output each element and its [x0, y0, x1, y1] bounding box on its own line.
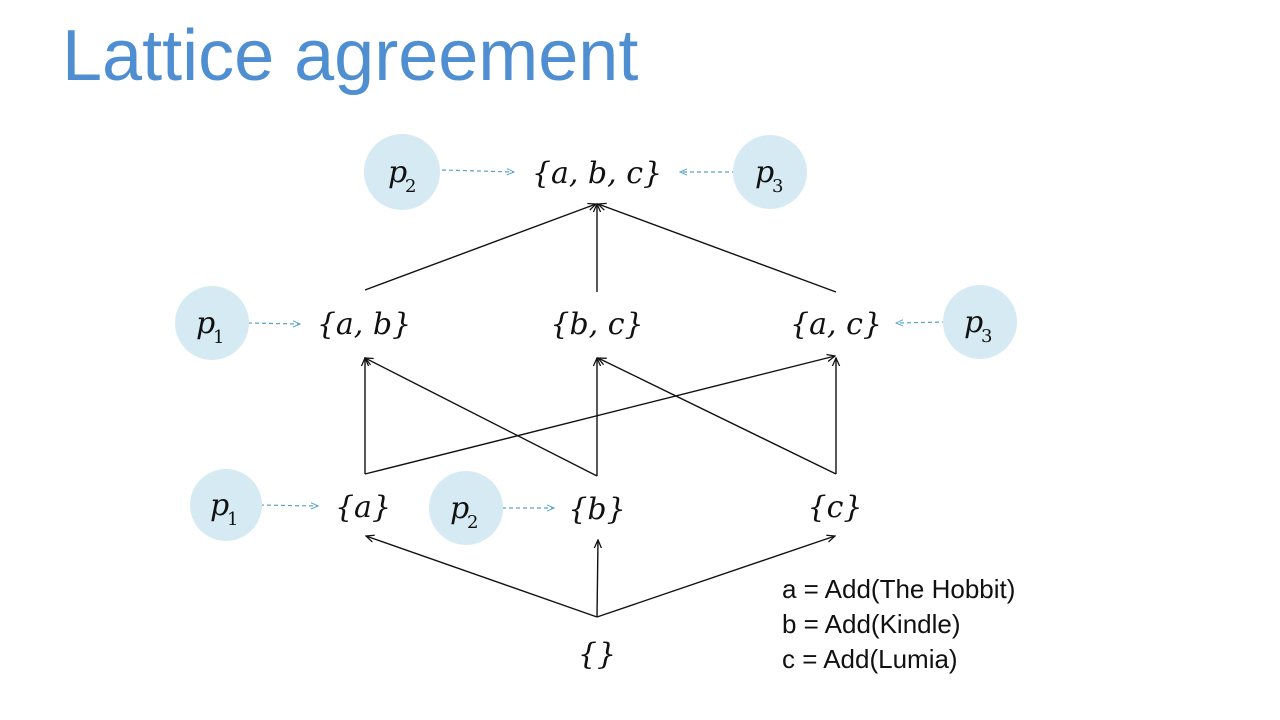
legend-item-a: a = Add(The Hobbit) — [782, 574, 1016, 604]
node-ac: {a, c} — [790, 307, 882, 342]
process-top-right: p 3 — [733, 135, 807, 209]
process-bottom-left-sub: 1 — [227, 509, 238, 530]
pointer-mid-left — [247, 323, 300, 324]
process-mid-right-letter: p — [964, 305, 983, 340]
process-top-left: p 2 — [364, 134, 440, 210]
pointer-mid-right — [896, 322, 947, 323]
process-top-left-sub: 2 — [405, 176, 416, 197]
process-mid-left-letter: p — [196, 306, 215, 341]
edge-empty-to-c — [596, 536, 835, 618]
edge-c-to-bc — [598, 358, 837, 475]
node-a: {a} — [335, 490, 391, 525]
node-bc: {b, c} — [550, 307, 643, 342]
node-b: {b} — [568, 492, 625, 527]
process-pointers — [247, 170, 947, 508]
legend: a = Add(The Hobbit) b = Add(Kindle) c = … — [782, 572, 1015, 677]
node-ab: {a, b} — [317, 307, 411, 342]
node-empty: {} — [578, 637, 616, 672]
process-bottom-mid: p 2 — [429, 471, 503, 545]
process-mid-right: p 3 — [943, 285, 1017, 359]
edge-b-to-ab — [365, 358, 598, 477]
process-bottom-mid-letter: p — [450, 491, 469, 526]
pointer-bottom-left — [259, 505, 318, 506]
process-mid-left: p 1 — [175, 286, 249, 360]
process-top-left-letter: p — [388, 155, 407, 190]
legend-item-b: b = Add(Kindle) — [782, 609, 961, 639]
process-mid-right-sub: 3 — [981, 326, 992, 347]
process-bottom-left-letter: p — [210, 488, 229, 523]
process-bottom-left: p 1 — [190, 469, 262, 541]
lattice-edges — [364, 204, 837, 618]
process-top-right-letter: p — [755, 155, 774, 190]
legend-item-c: c = Add(Lumia) — [782, 644, 958, 674]
edge-empty-to-b — [597, 540, 598, 618]
edge-empty-to-a — [366, 536, 598, 618]
pointer-top-left — [441, 170, 514, 172]
process-bottom-mid-sub: 2 — [467, 512, 478, 533]
edge-ac-to-abc — [598, 204, 837, 293]
edge-ab-to-abc — [364, 204, 596, 291]
process-top-right-sub: 3 — [772, 176, 783, 197]
process-mid-left-sub: 1 — [213, 327, 224, 348]
edge-a-to-ac — [364, 356, 835, 475]
node-c: {c} — [808, 490, 863, 525]
node-abc: {a, b, c} — [532, 156, 662, 191]
slide-title: Lattice agreement — [62, 16, 639, 96]
